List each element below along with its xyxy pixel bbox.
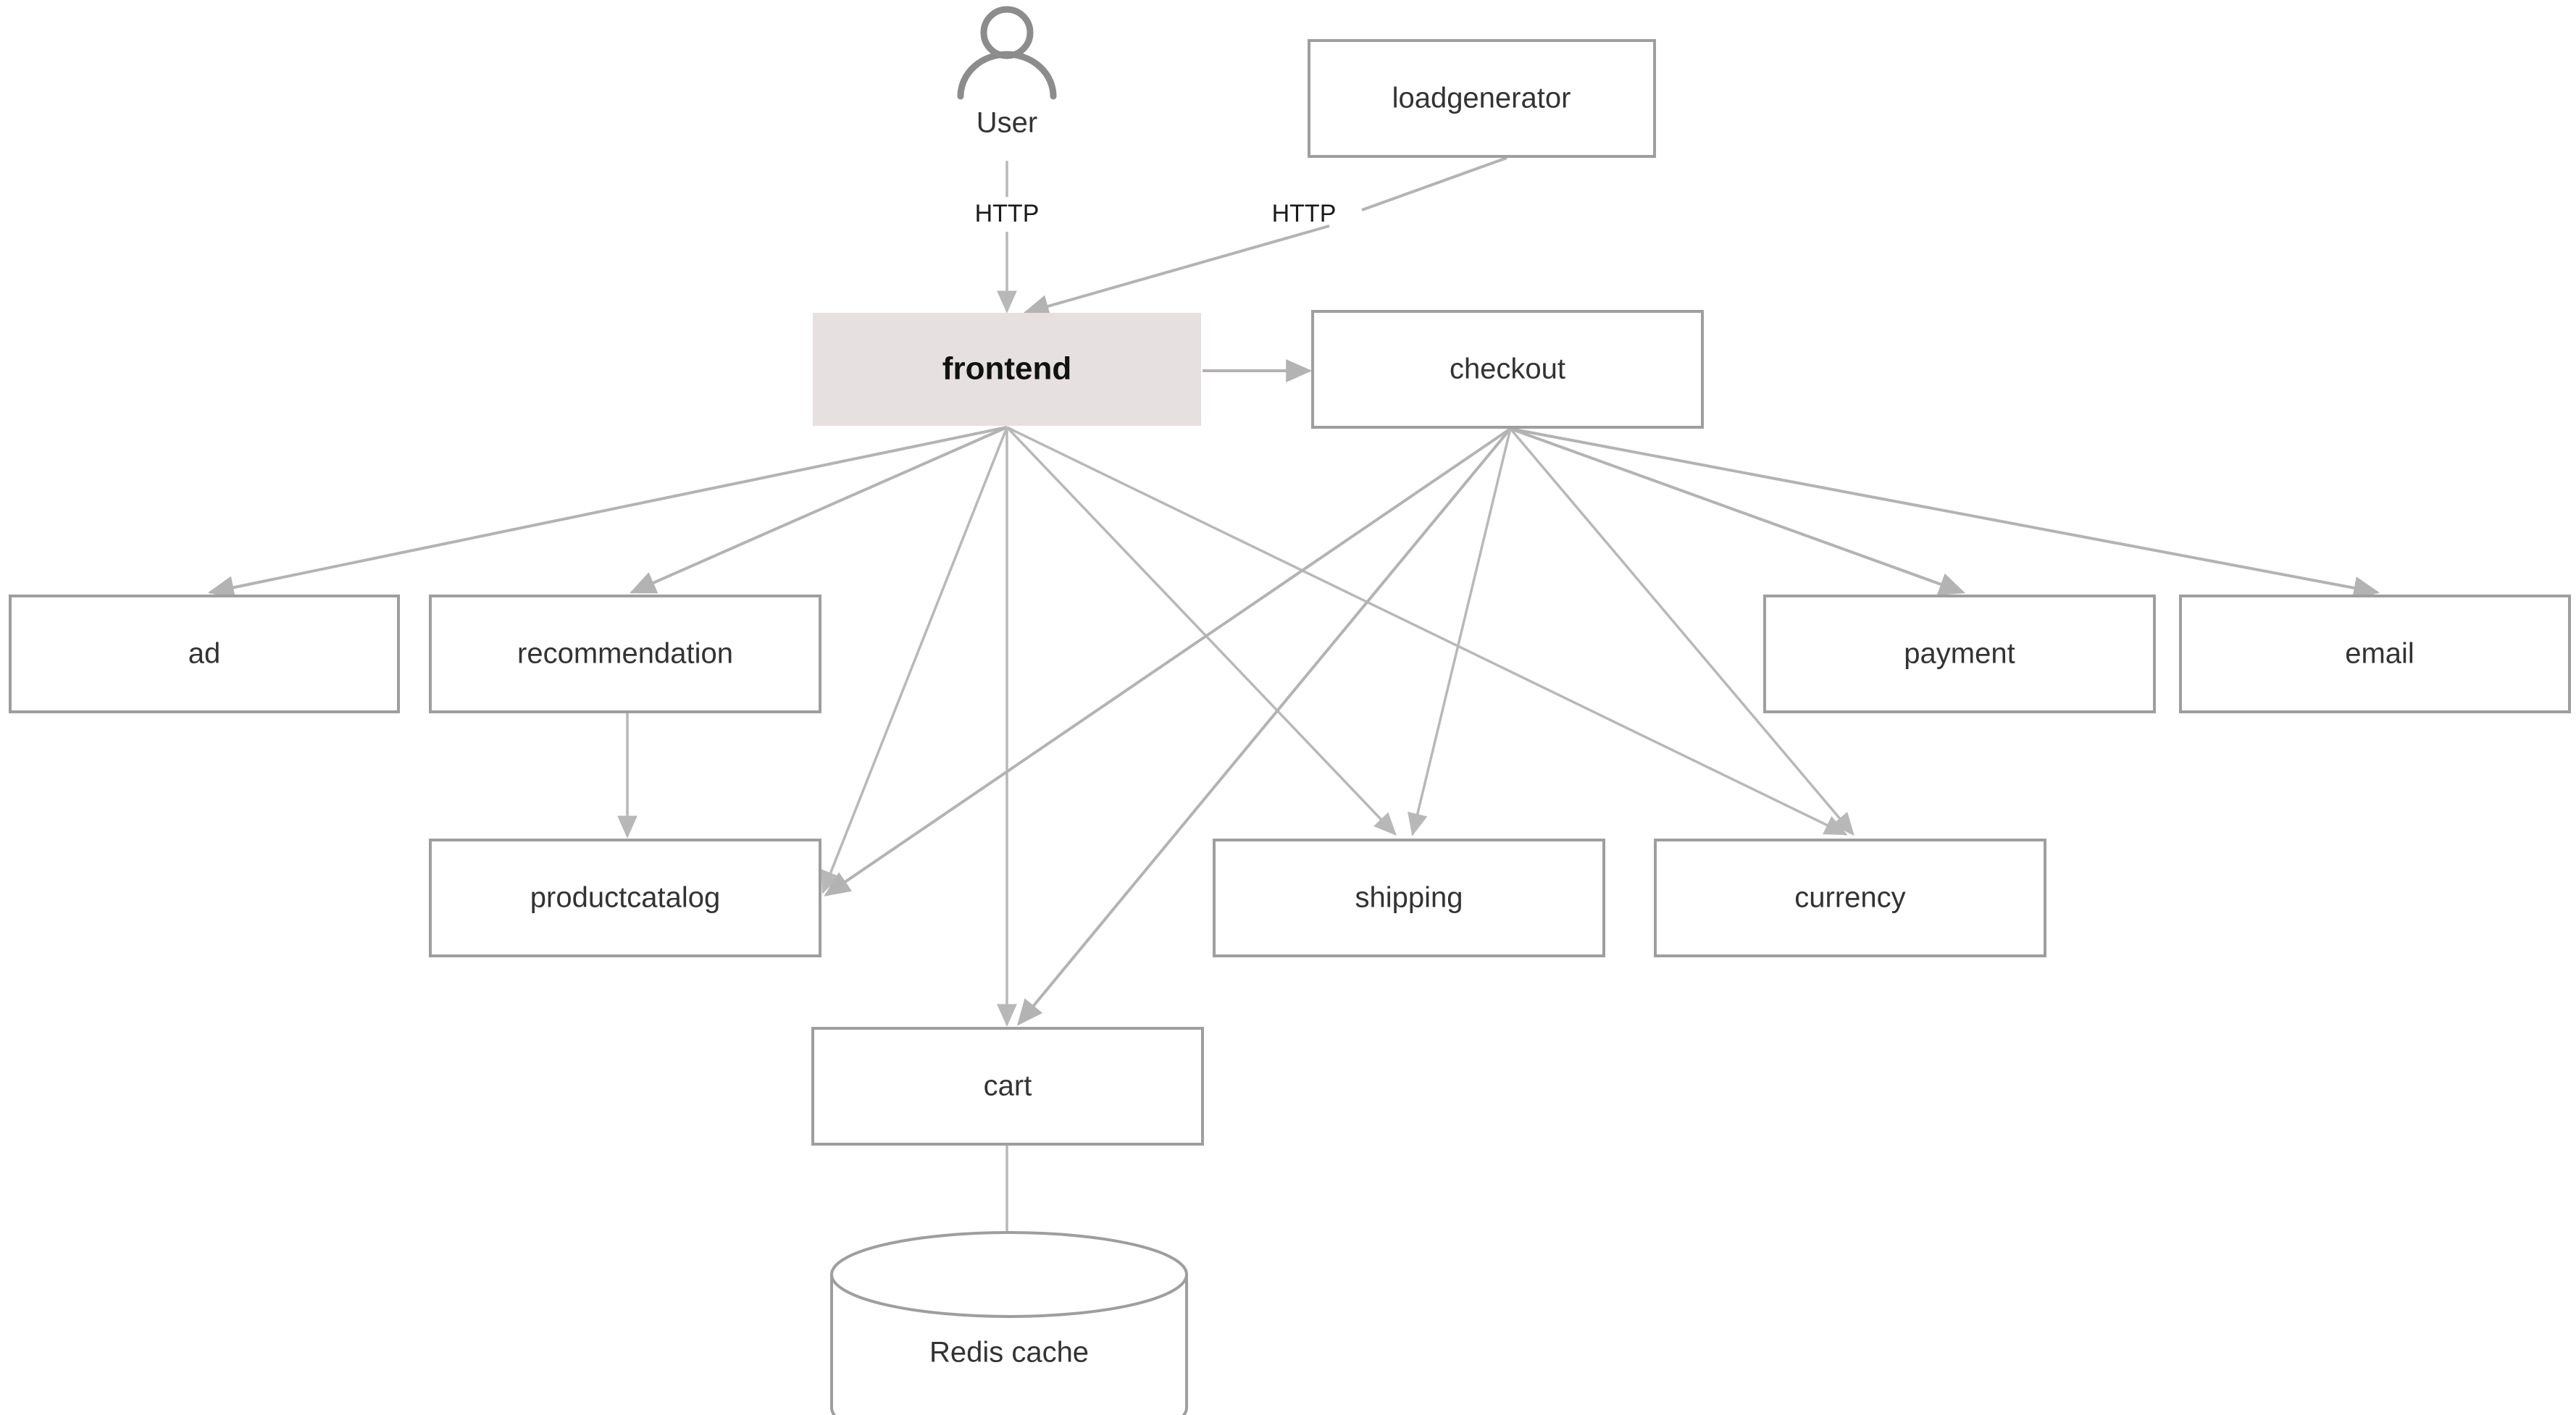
edge-frontend-productcatalog [821, 427, 1008, 894]
edge-checkout-email [1510, 427, 2380, 600]
node-frontend[interactable]: frontend [813, 313, 1201, 426]
node-payment-label: payment [1904, 638, 2015, 670]
edge-layer [207, 156, 2380, 1266]
edge-checkout-payment [1510, 427, 1966, 595]
edge-checkout-shipping [1408, 428, 1512, 836]
edge-frontend-currency [1006, 426, 1848, 836]
node-payment-box[interactable] [1763, 595, 2156, 713]
edge-loadgenerator-frontend-upper [1361, 156, 1507, 211]
node-redis-cache[interactable]: Redis cache [830, 1231, 1188, 1415]
node-loadgenerator[interactable]: loadgenerator [1308, 39, 1656, 158]
user-actor: User [957, 6, 1057, 139]
edge-checkout-cart [1016, 427, 1512, 1026]
node-email[interactable]: email [2179, 595, 2571, 713]
user-person-icon [957, 6, 1057, 100]
node-shipping-label: shipping [1355, 882, 1463, 914]
node-loadgenerator-box[interactable] [1308, 39, 1656, 158]
node-shipping-box[interactable] [1213, 839, 1605, 957]
node-checkout-label: checkout [1450, 353, 1565, 385]
node-productcatalog-label: productcatalog [530, 882, 720, 914]
node-loadgenerator-label: loadgenerator [1392, 83, 1571, 114]
user-label: User [977, 107, 1037, 139]
node-frontend-label: frontend [942, 351, 1071, 387]
edge-frontend-ad [207, 426, 1008, 600]
edge-checkout-productcatalog [824, 427, 1512, 897]
edge-checkout-currency [1509, 427, 1854, 836]
node-checkout-box[interactable] [1311, 310, 1704, 429]
node-productcatalog[interactable]: productcatalog [429, 839, 821, 957]
node-redis-cache-top [830, 1231, 1188, 1318]
node-recommendation-label: recommendation [517, 638, 733, 670]
node-email-box[interactable] [2179, 595, 2571, 713]
node-ad-box[interactable] [9, 595, 400, 713]
node-ad[interactable]: ad [9, 595, 400, 713]
node-recommendation-box[interactable] [429, 595, 821, 713]
edge-label-user-http: HTTP [975, 200, 1040, 227]
node-ad-label: ad [188, 638, 221, 670]
node-cart-box[interactable] [811, 1027, 1204, 1146]
node-shipping[interactable]: shipping [1213, 839, 1605, 957]
node-redis-cache-label: Redis cache [929, 1337, 1089, 1369]
node-cart[interactable]: cart [811, 1027, 1204, 1146]
node-recommendation[interactable]: recommendation [429, 595, 821, 713]
edge-frontend-shipping [1005, 426, 1397, 836]
node-payment[interactable]: payment [1763, 595, 2156, 713]
node-productcatalog-box[interactable] [429, 839, 821, 957]
node-frontend-box[interactable] [813, 313, 1201, 426]
node-checkout[interactable]: checkout [1311, 310, 1704, 429]
node-cart-label: cart [984, 1070, 1032, 1102]
edge-frontend-recommendation [630, 426, 1008, 594]
edge-label-loadgenerator-http: HTTP [1272, 200, 1337, 227]
node-currency-label: currency [1794, 882, 1905, 914]
edge-loadgenerator-frontend-lower [1022, 224, 1330, 318]
node-email-label: email [2345, 638, 2414, 670]
node-currency[interactable]: currency [1654, 839, 2046, 957]
node-currency-box[interactable] [1654, 839, 2046, 957]
